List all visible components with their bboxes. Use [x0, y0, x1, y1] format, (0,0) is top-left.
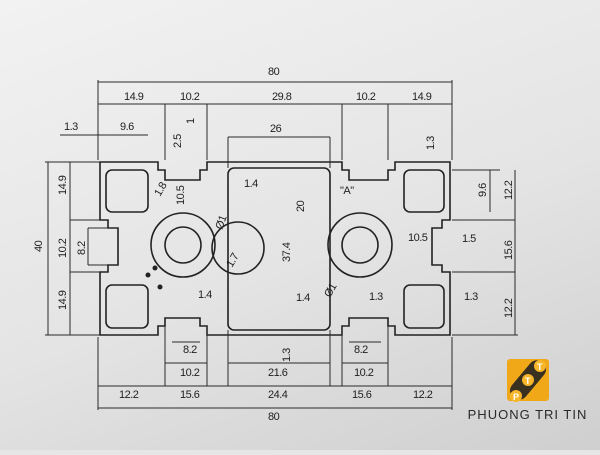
dim-left-overall: 40 — [33, 240, 45, 252]
dim-10-5-right: 10.5 — [408, 232, 428, 244]
dim-right-slot: 1.5 — [462, 233, 476, 245]
dim-phi1-left: Ø1 — [214, 214, 230, 231]
dim-right-h2: 15.6 — [503, 240, 515, 260]
dim-left-slot: 8.2 — [76, 241, 88, 255]
dim-1-4-center: 1.4 — [296, 292, 310, 304]
dim-left-h3: 14.9 — [57, 290, 69, 310]
dim-bottom-b1: 10.2 — [180, 367, 200, 379]
dim-1-3-center: 1.3 — [369, 291, 383, 303]
dim-bottom-slot2: 8.2 — [354, 344, 368, 356]
dim-phi1-right: Ø1 — [322, 281, 339, 299]
dim-wall-left: 1.3 — [64, 121, 78, 133]
logo-letter-t2: T — [537, 362, 543, 372]
dim-1: 1 — [185, 118, 197, 124]
dim-bottom-c3: 24.4 — [268, 389, 288, 401]
logo-letter-p: P — [513, 392, 519, 402]
dim-bottom-overall: 80 — [268, 411, 280, 423]
dim-bottom-slot1: 8.2 — [183, 344, 197, 356]
dim-1-3-right: 1.3 — [464, 291, 478, 303]
dim-wall-right: 1.3 — [425, 136, 437, 150]
dimension-lines — [45, 80, 518, 410]
dim-top-w3: 29.8 — [272, 91, 292, 103]
dim-right-h1: 12.2 — [503, 180, 515, 200]
detail-a-label: "A" — [340, 185, 354, 197]
company-logo: P T T PHUONG TRI TIN — [455, 355, 600, 450]
dimension-labels: 80 14.9 10.2 29.8 10.2 14.9 1.3 9.6 2.5 … — [33, 66, 515, 423]
dim-1-4-top: 1.4 — [244, 178, 258, 190]
dim-2-5: 2.5 — [172, 134, 184, 148]
dim-top-w1: 14.9 — [124, 91, 144, 103]
dim-top-overall: 80 — [268, 66, 280, 78]
dim-20: 20 — [295, 200, 307, 212]
dim-top-w4: 10.2 — [356, 91, 376, 103]
dim-right-h3: 12.2 — [503, 298, 515, 318]
dim-left-h1: 14.9 — [57, 175, 69, 195]
dim-top-w2: 10.2 — [180, 91, 200, 103]
dim-37-4: 37.4 — [281, 242, 293, 262]
brand-name: PHUONG TRI TIN — [467, 407, 588, 422]
dim-bottom-1-3: 1.3 — [281, 348, 293, 362]
aluminium-profile — [99, 161, 451, 336]
dim-bottom-c5: 12.2 — [413, 389, 433, 401]
ptt-logo-mark: P T T — [507, 359, 549, 402]
dim-bottom-b2: 21.6 — [268, 367, 288, 379]
dim-bottom-b3: 10.2 — [354, 367, 374, 379]
dim-bottom-c4: 15.6 — [352, 389, 372, 401]
dim-bottom-c2: 15.6 — [180, 389, 200, 401]
dim-10-5-left: 10.5 — [175, 185, 187, 205]
dim-1-7: 1.7 — [224, 251, 241, 269]
dim-right-pocket: 9.6 — [477, 183, 489, 197]
dim-inner: 26 — [270, 123, 282, 135]
dim-bottom-c1: 12.2 — [119, 389, 139, 401]
logo-letter-t1: T — [525, 376, 531, 386]
dim-r1-8: 1.8 — [152, 180, 169, 198]
dim-1-4-left: 1.4 — [198, 289, 212, 301]
dim-pocket: 9.6 — [120, 121, 134, 133]
dim-top-w5: 14.9 — [412, 91, 432, 103]
dim-left-h2: 10.2 — [57, 238, 69, 258]
